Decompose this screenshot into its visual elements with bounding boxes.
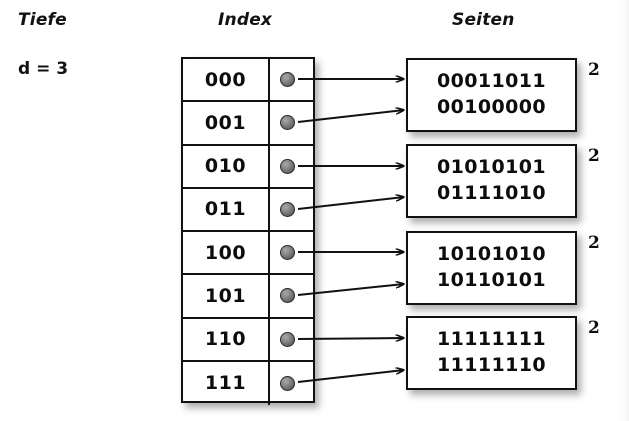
filled-circle-icon [280,201,295,217]
index-row[interactable]: 100 [183,232,313,276]
index-key: 110 [183,318,270,360]
index-pointer-cell[interactable] [270,146,313,187]
global-depth-value: d = 3 [18,59,69,79]
filled-circle-icon [280,115,295,131]
index-key: 100 [183,232,270,274]
index-row[interactable]: 110 [183,318,313,362]
index-key: 001 [183,102,270,144]
page-bucket[interactable]: 01010101 01111010 [406,144,577,218]
index-row[interactable]: 001 [183,102,313,146]
page-local-depth: 2 [588,60,600,80]
filled-circle-icon [280,375,295,391]
index-key: 011 [183,188,270,230]
index-pointer-cell[interactable] [270,59,313,100]
index-row[interactable]: 000 [183,59,313,103]
index-row[interactable]: 010 [183,145,313,189]
index-key: 000 [183,59,270,101]
index-pointer-cell[interactable] [270,189,313,230]
page-record: 11111111 [437,328,546,351]
page-record: 10110101 [437,269,546,291]
column-header-seiten: Seiten [452,10,515,30]
page-local-depth: 2 [588,146,600,166]
filled-circle-icon [280,245,295,261]
page-local-depth: 2 [588,233,600,253]
index-pointer-cell[interactable] [270,232,313,273]
index-row[interactable]: 111 [183,361,313,405]
index-row[interactable]: 101 [183,275,313,319]
page-bucket[interactable]: 10101010 10110101 [406,231,577,305]
column-header-tiefe: Tiefe [18,10,67,30]
page-record: 11111110 [437,354,546,376]
index-row[interactable]: 011 [183,188,313,232]
index-pointer-cell[interactable] [270,319,313,360]
page-record: 01111010 [437,182,546,204]
index-pointer-cell[interactable] [270,362,313,405]
page-record: 00100000 [437,96,546,118]
page-bucket[interactable]: 11111111 11111110 [406,316,577,390]
page-record: 10101010 [437,243,546,266]
page-record: 01010101 [437,156,546,179]
filled-circle-icon [280,288,295,304]
page-edge-shading [617,0,629,421]
filled-circle-icon [280,158,295,174]
column-header-index: Index [218,10,273,30]
index-key: 111 [183,361,270,405]
page-bucket[interactable]: 00011011 00100000 [406,58,577,132]
filled-circle-icon [280,72,295,88]
index-key: 010 [183,145,270,187]
index-pointer-cell[interactable] [270,102,313,143]
index-pointer-cell[interactable] [270,275,313,316]
page-record: 00011011 [437,70,546,93]
page-local-depth: 2 [588,318,600,338]
index-key: 101 [183,275,270,317]
filled-circle-icon [280,331,295,347]
index-directory-table: 000 001 010 011 100 [181,57,315,405]
